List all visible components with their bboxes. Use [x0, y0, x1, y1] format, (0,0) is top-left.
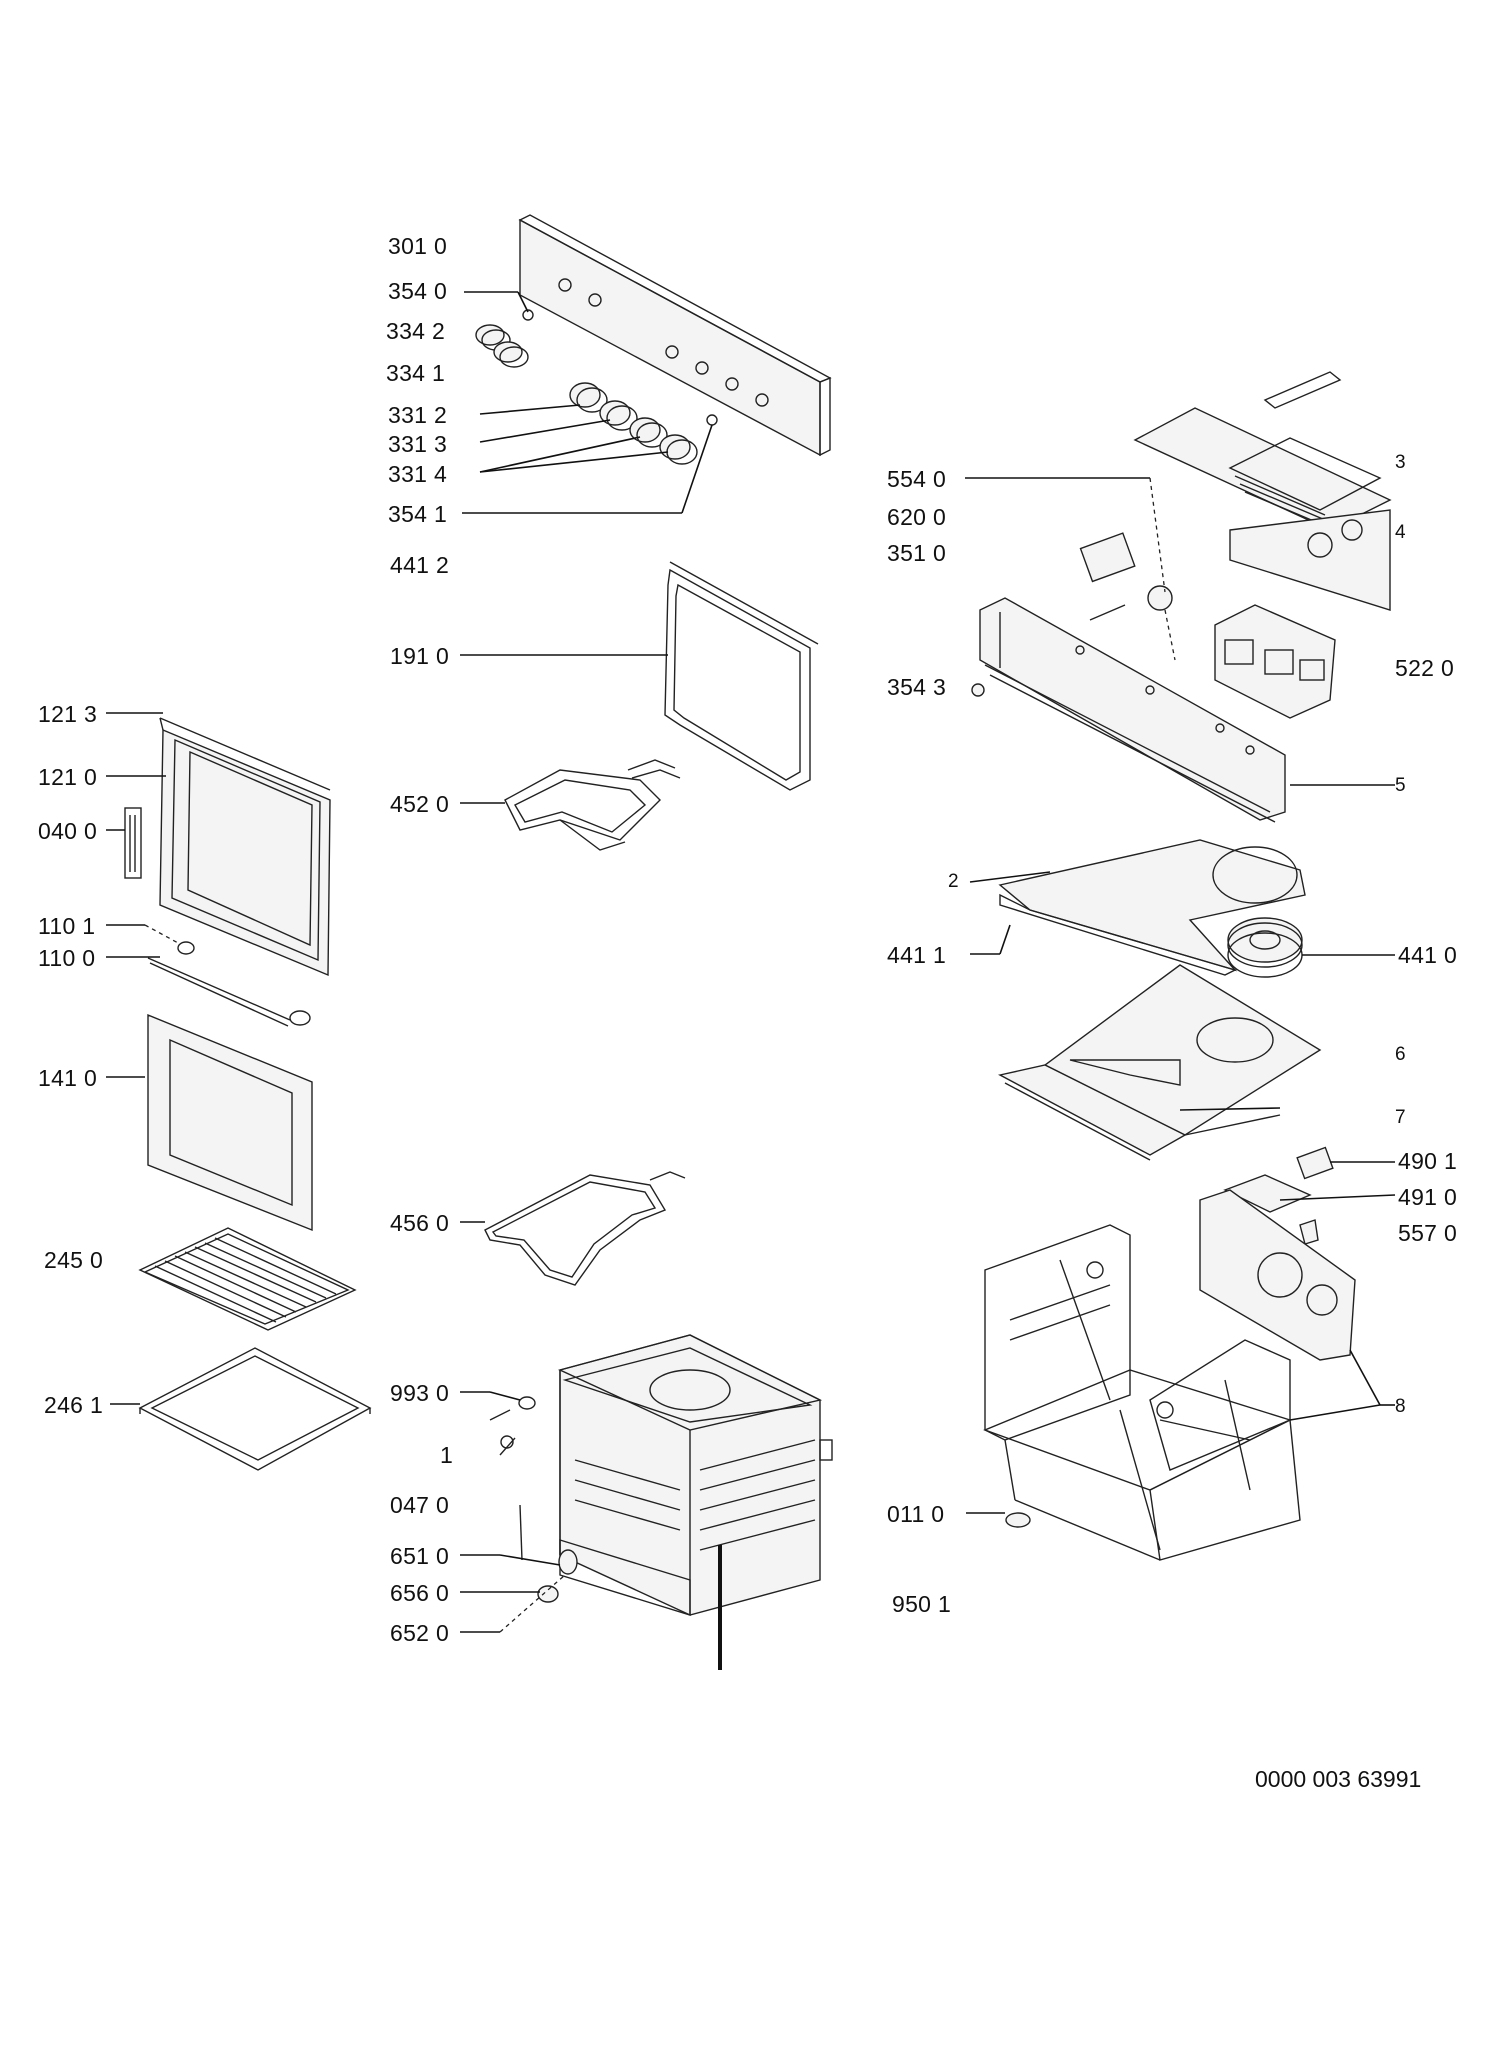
label-141-0: 141 0	[38, 1065, 98, 1091]
back-panel-part	[998, 964, 1322, 1161]
label-6: 6	[1395, 1044, 1406, 1065]
label-452-0: 452 0	[390, 791, 450, 817]
wire-rack-part	[138, 1227, 357, 1331]
label-993-0: 993 0	[390, 1380, 450, 1406]
label-456-0: 456 0	[390, 1210, 450, 1236]
label-301-0: 301 0	[388, 233, 448, 259]
control-panel-part	[518, 214, 832, 457]
oven-cavity-part	[557, 1334, 833, 1616]
grill-element-part	[504, 759, 681, 851]
outer-door-part	[147, 941, 313, 1232]
label-5: 5	[1395, 775, 1406, 796]
label-334-1: 334 1	[386, 360, 446, 386]
top-control-assembly-part	[1133, 371, 1392, 611]
control-module-part	[1214, 604, 1336, 719]
label-1: 1	[440, 1442, 454, 1468]
label-354-0: 354 0	[388, 278, 448, 304]
label-110-1: 110 1	[38, 913, 96, 939]
bottom-element-part	[484, 1171, 686, 1286]
fan-cover-part	[998, 839, 1306, 976]
foot-part	[1005, 1512, 1031, 1528]
label-351-0: 351 0	[887, 540, 947, 566]
cavity-small-parts	[489, 1396, 578, 1603]
label-011-0: 011 0	[887, 1501, 945, 1527]
label-522-0: 522 0	[1395, 655, 1455, 681]
label-3: 3	[1395, 452, 1406, 473]
label-491-0: 491 0	[1398, 1184, 1458, 1210]
label-121-3: 121 3	[38, 701, 98, 727]
terminal-parts	[1223, 1146, 1334, 1245]
label-950-1: 950 1	[892, 1591, 952, 1617]
fan-part	[1227, 917, 1303, 978]
label-334-2: 334 2	[386, 318, 446, 344]
label-354-3: 354 3	[887, 674, 947, 700]
label-331-2: 331 2	[388, 402, 448, 428]
label-651-0: 651 0	[390, 1543, 450, 1569]
front-frame-part	[979, 597, 1286, 823]
inner-door-part	[124, 717, 331, 977]
label-441-1: 441 1	[887, 942, 947, 968]
door-gasket-part	[664, 561, 819, 791]
label-047-0: 047 0	[390, 1492, 450, 1518]
label-554-0: 554 0	[887, 466, 947, 492]
label-245-0: 245 0	[44, 1247, 104, 1273]
label-656-0: 656 0	[390, 1580, 450, 1606]
document-number: 0000 003 63991	[1255, 1766, 1422, 1792]
label-4: 4	[1395, 522, 1406, 543]
baking-tray-part	[138, 1347, 372, 1471]
label-7: 7	[1395, 1107, 1406, 1128]
label-557-0: 557 0	[1398, 1220, 1458, 1246]
knob-parts	[475, 309, 718, 465]
switch-parts	[971, 532, 1173, 697]
label-652-0: 652 0	[390, 1620, 450, 1646]
label-441-0: 441 0	[1398, 942, 1458, 968]
rear-panel-part	[1199, 1189, 1356, 1361]
label-246-1: 246 1	[44, 1392, 104, 1418]
label-354-1: 354 1	[388, 501, 448, 527]
leader-lines	[106, 291, 1396, 1633]
label-191-0: 191 0	[390, 643, 450, 669]
label-121-0: 121 0	[38, 764, 98, 790]
label-490-1: 490 1	[1398, 1148, 1458, 1174]
label-620-0: 620 0	[887, 504, 947, 530]
label-8: 8	[1395, 1396, 1406, 1417]
label-331-4: 331 4	[388, 461, 448, 487]
label-441-2: 441 2	[390, 552, 450, 578]
label-110-0: 110 0	[38, 945, 96, 971]
label-331-3: 331 3	[388, 431, 448, 457]
label-040-0: 040 0	[38, 818, 98, 844]
label-2: 2	[948, 871, 959, 892]
